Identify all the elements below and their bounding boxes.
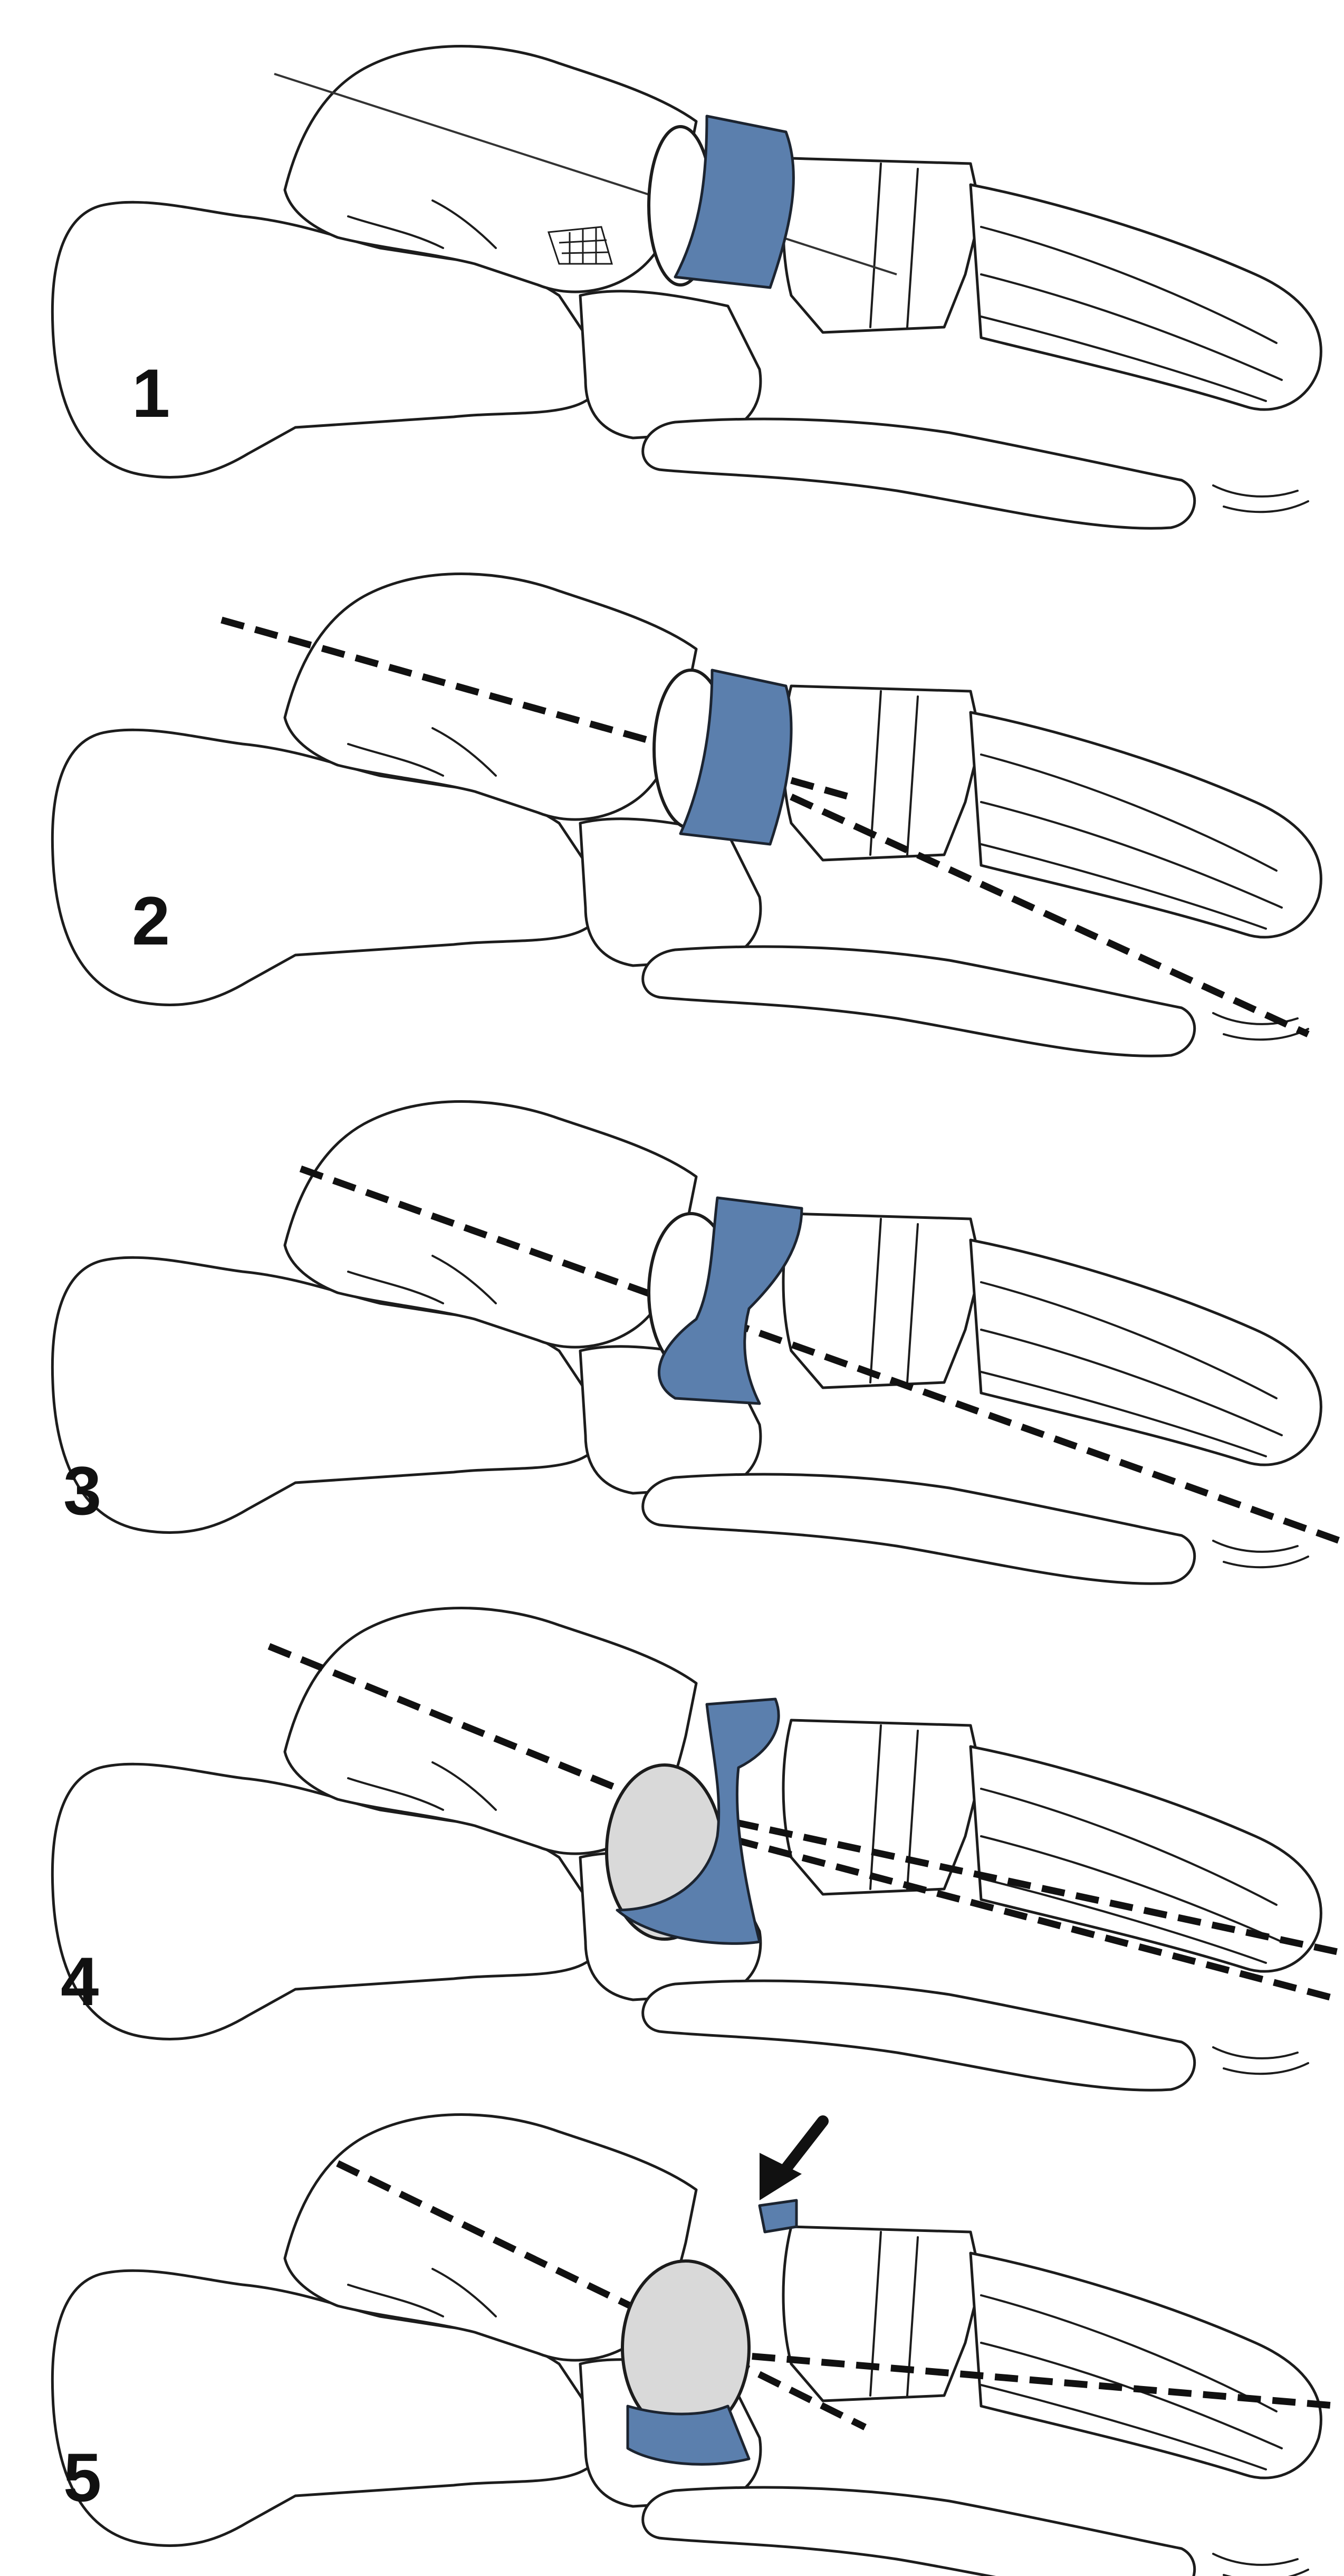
panel-5: 5 (52, 2115, 1340, 2576)
navicular-dorsal-fragment (760, 2200, 796, 2232)
panel-4: 4 (52, 1608, 1340, 2091)
panel-2: 2 (52, 574, 1321, 1056)
arrow-down-left-icon (760, 2121, 823, 2200)
navicular-bone (628, 2406, 749, 2464)
panel-3: 3 (52, 1102, 1340, 1584)
stage-label-5: 5 (63, 2439, 101, 2516)
stage-label-2: 2 (132, 882, 170, 959)
stage-label-3: 3 (63, 1452, 101, 1529)
stage-label-4: 4 (61, 1943, 99, 2020)
stage-label-1: 1 (132, 355, 170, 432)
panel-1: 1 (52, 46, 1321, 529)
